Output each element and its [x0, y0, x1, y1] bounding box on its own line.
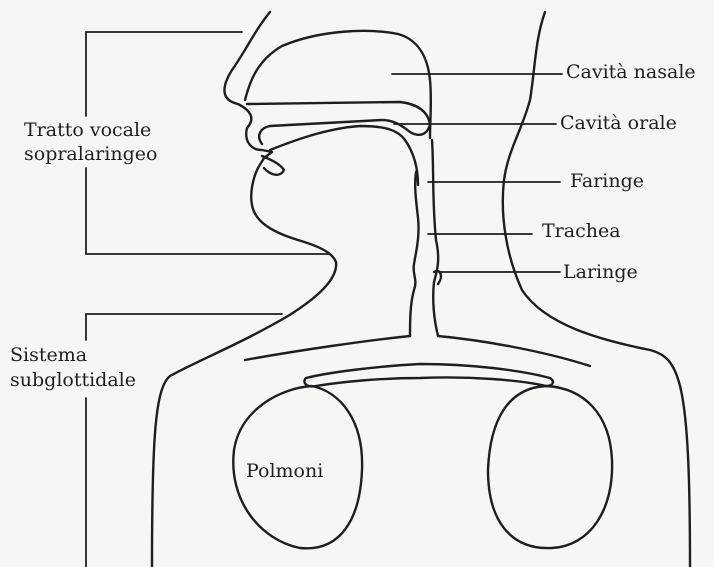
right-lung	[488, 386, 612, 548]
label-supralaryngeal-line2: sopralaringeo	[24, 143, 157, 166]
bronchi	[304, 364, 553, 386]
label-lungs: Polmoni	[246, 460, 323, 483]
label-larynx: Laringe	[563, 261, 638, 284]
shoulder-line-right	[438, 336, 590, 366]
pharynx-front-wall	[410, 172, 419, 336]
head-profile	[152, 12, 336, 567]
label-oral-cavity: Cavità orale	[560, 112, 677, 135]
label-subglottal-line1: Sistema	[10, 344, 87, 367]
bracket-subglottal	[86, 314, 282, 567]
label-subglottal-line2: subglottidale	[10, 369, 136, 392]
label-pharynx: Faringe	[570, 170, 644, 193]
mouth-interior	[262, 156, 284, 175]
pharynx-back-wall	[432, 140, 438, 336]
back-of-head	[503, 12, 690, 567]
shoulder-line	[245, 336, 410, 360]
label-trachea: Trachea	[542, 220, 621, 243]
label-supralaryngeal-line1: Tratto vocale	[24, 119, 151, 142]
tongue	[270, 126, 418, 185]
label-nasal-cavity: Cavità nasale	[566, 61, 696, 84]
